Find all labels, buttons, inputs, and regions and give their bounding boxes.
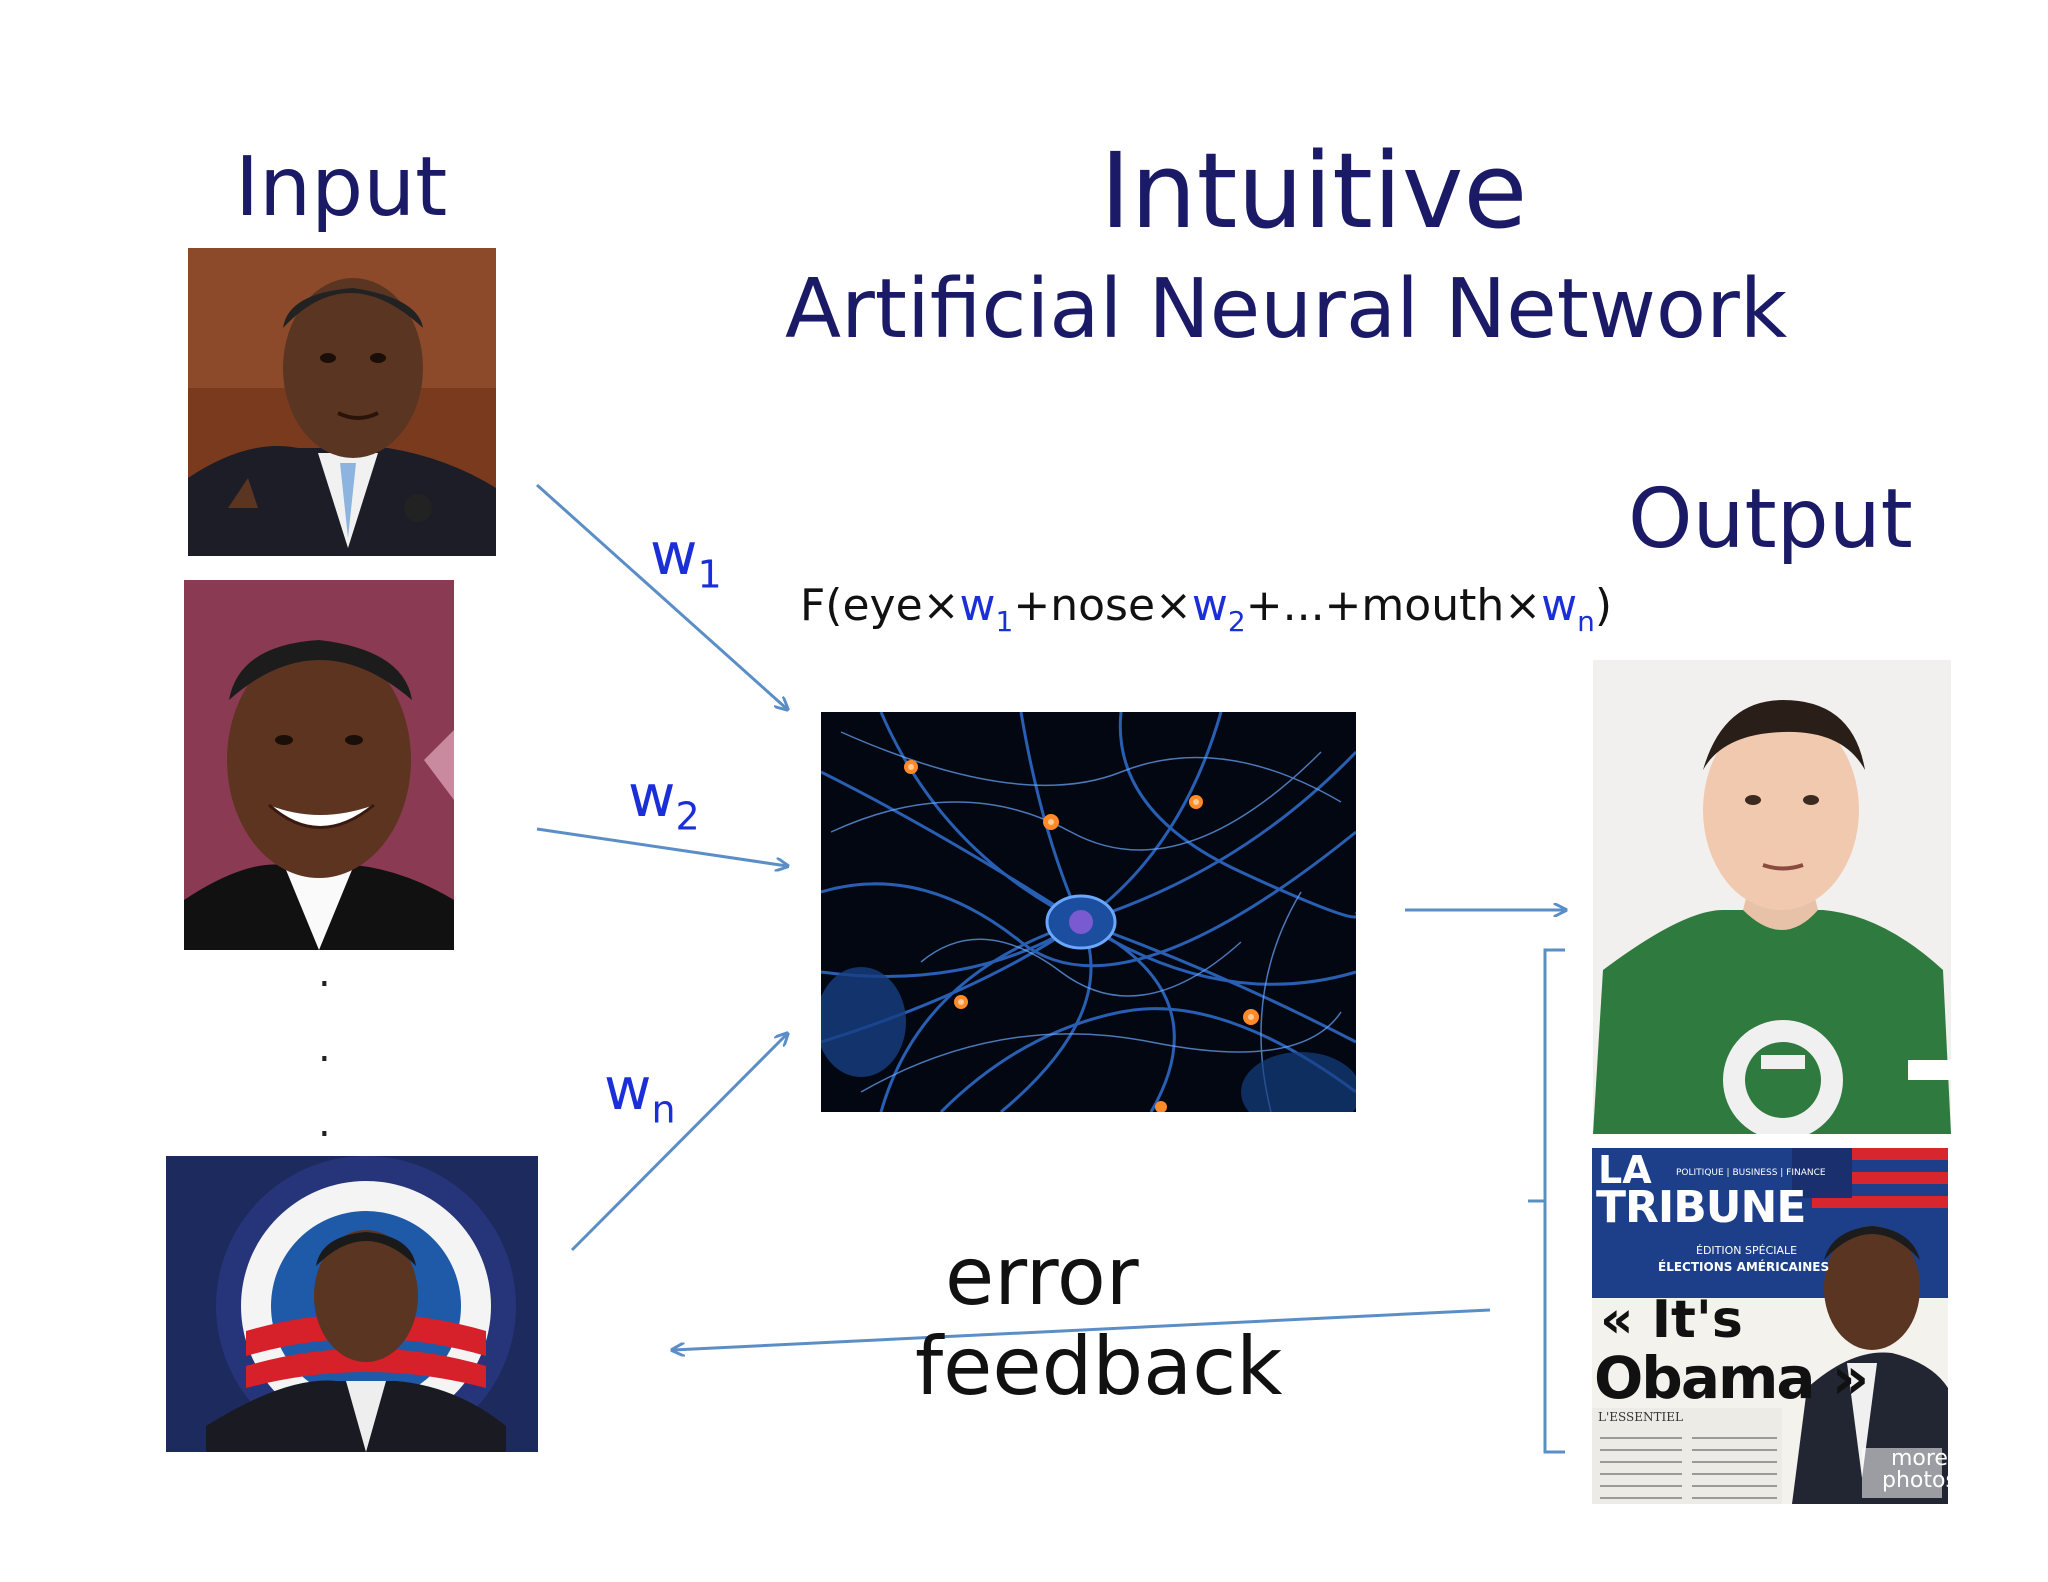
formula-w1: w (959, 580, 996, 631)
arrow-error-feedback (673, 1308, 1491, 1350)
error-label: error (945, 1230, 1139, 1323)
newspaper-sections: POLITIQUE | BUSINESS | FINANCE (1676, 1168, 1826, 1178)
arrow-wn (570, 1034, 787, 1252)
input-label: Input (235, 140, 448, 235)
formula-w2: w (1191, 580, 1228, 631)
newspaper-edition-2: ÉLECTIONS AMÉRICAINES (1658, 1260, 1830, 1274)
formula-mouth: +...+mouth (1245, 580, 1505, 631)
weight-w1-base: w (650, 520, 698, 588)
weight-w2-sub: 2 (675, 794, 700, 839)
weight-label-w2: w2 (628, 762, 700, 838)
output-label: Output (1628, 472, 1913, 567)
newspaper-essentiel: L'ESSENTIEL (1598, 1410, 1683, 1424)
weight-wn-base: w (604, 1055, 652, 1123)
activation-formula: F(eye×w1+nose×w2+...+mouth×wn) (800, 580, 1612, 638)
more-photos-line-1: more (1890, 1446, 1948, 1471)
weight-wn-sub: n (651, 1087, 676, 1132)
diagram-subtitle: Artificial Neural Network (785, 262, 1788, 357)
more-photos-line-2: photos (1882, 1468, 1948, 1493)
input-photo-2 (184, 580, 454, 950)
more-photos-badge: more photos (1882, 1448, 1948, 1492)
input-photo-3 (166, 1156, 538, 1452)
newspaper-image: LA TRIBUNE POLITIQUE | BUSINESS | FINANC… (1592, 1148, 1948, 1504)
formula-times-1: × (922, 580, 960, 631)
newspaper-edition-1: ÉDITION SPÉCIALE (1696, 1244, 1798, 1257)
newspaper-masthead-top: LA (1598, 1148, 1652, 1192)
ellipsis-dot-2: . (318, 1025, 331, 1071)
formula-close: ) (1594, 580, 1613, 631)
formula-open: F(eye (800, 580, 923, 631)
weight-label-w1: w1 (650, 520, 722, 596)
formula-nose: +nose (1013, 580, 1156, 631)
newspaper-headline-1: « It's (1600, 1290, 1743, 1350)
diagram-title: Intuitive (1100, 130, 1528, 252)
weight-label-wn: wn (604, 1055, 676, 1131)
output-photo (1593, 660, 1951, 1134)
ellipsis-dot-1: . (318, 950, 331, 996)
newspaper-headline-2: Obama » (1594, 1344, 1869, 1412)
weight-w1-sub: 1 (697, 552, 722, 597)
newspaper-masthead: TRIBUNE (1596, 1182, 1806, 1233)
output-bracket (1528, 948, 1565, 1454)
feedback-label: feedback (915, 1320, 1283, 1413)
formula-wn-sub: n (1577, 605, 1595, 639)
formula-w2-sub: 2 (1227, 605, 1246, 639)
ellipsis-dot-3: . (318, 1100, 331, 1146)
formula-wn: w (1541, 580, 1578, 631)
formula-w1-sub: 1 (995, 605, 1014, 639)
formula-times-2: × (1155, 580, 1192, 631)
arrow-w2 (536, 827, 787, 866)
formula-times-3: × (1504, 580, 1542, 631)
arrow-w1 (535, 483, 787, 709)
weight-w2-base: w (628, 762, 676, 830)
neural-network-image (821, 712, 1356, 1112)
input-photo-1 (188, 248, 496, 556)
